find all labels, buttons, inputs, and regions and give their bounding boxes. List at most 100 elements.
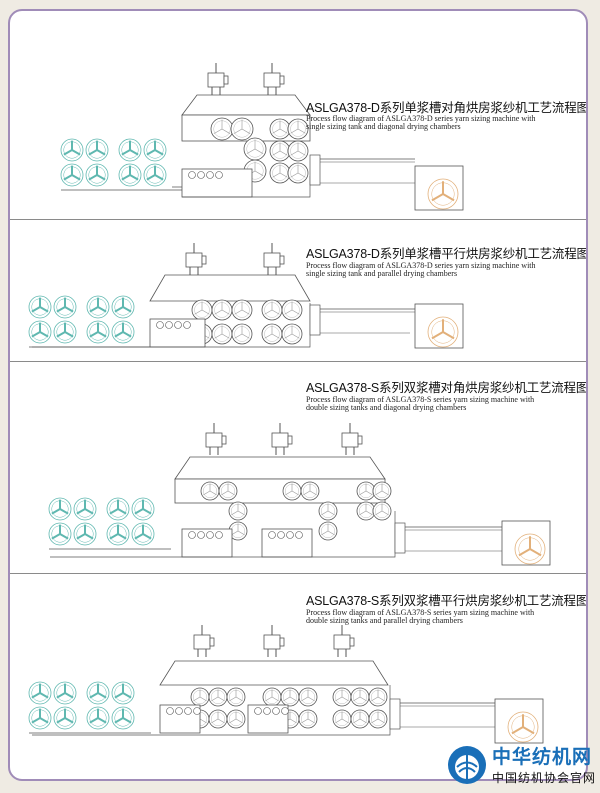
cylinder-spoke xyxy=(431,193,444,202)
cylinder-spoke xyxy=(122,331,132,338)
squeeze-roller xyxy=(156,321,164,329)
fan-motor xyxy=(263,72,281,88)
drying-cylinder xyxy=(332,687,352,707)
cylinder-spoke xyxy=(56,306,66,313)
cylinder-spoke xyxy=(365,490,373,496)
fan-motor-box xyxy=(287,435,293,445)
drying-hood-roof xyxy=(159,660,389,686)
cylinder-spoke xyxy=(359,490,367,496)
cylinder-spoke xyxy=(265,696,273,702)
cylinder-spoke xyxy=(241,333,250,339)
cylinder-spoke xyxy=(335,718,343,724)
cylinder-spoke xyxy=(272,172,281,178)
drying-cylinder xyxy=(300,481,320,501)
cylinder-spoke xyxy=(39,692,49,699)
panel-title: ASLGA378-S系列双浆槽平行烘房浆纱机工艺流程图 xyxy=(306,594,588,608)
cylinder-spoke xyxy=(518,548,531,557)
cylinder-spoke xyxy=(64,717,74,724)
cylinder-spoke xyxy=(307,718,315,724)
cylinder-spoke xyxy=(109,533,119,540)
fan-motor-box xyxy=(209,637,215,647)
cylinder-spoke xyxy=(56,717,66,724)
frame-line xyxy=(400,705,498,728)
cooling-unit xyxy=(309,304,321,336)
warp-beam xyxy=(106,497,130,521)
cylinder-spoke xyxy=(211,718,219,724)
fan-motor-box xyxy=(223,75,229,85)
cylinder-spoke xyxy=(76,533,86,540)
warp-beam xyxy=(48,522,72,546)
flow-diagram-d-parallel xyxy=(28,243,464,349)
cylinder-spoke xyxy=(217,696,225,702)
cylinder-spoke xyxy=(59,533,69,540)
cylinder-spoke xyxy=(129,174,139,181)
flow-diagram-s-diagonal xyxy=(48,423,551,566)
drying-cylinder xyxy=(350,687,370,707)
cylinder-spoke xyxy=(341,718,349,724)
drying-cylinder xyxy=(208,687,228,707)
squeeze-roller xyxy=(197,531,205,539)
cylinder-spoke xyxy=(359,696,367,702)
warp-beam xyxy=(53,320,77,344)
panel-subtitle-1: Process flow diagram of ASLGA378-D serie… xyxy=(306,261,536,270)
warp-beam xyxy=(86,295,110,319)
cylinder-spoke xyxy=(214,309,223,315)
cylinder-spoke xyxy=(371,718,379,724)
warp-beam xyxy=(118,138,142,162)
fan-motor-box xyxy=(201,255,207,265)
panel-subtitle-2: double sizing tanks and diagonal drying … xyxy=(306,403,467,412)
warp-beam xyxy=(60,138,84,162)
cylinder-spoke xyxy=(209,490,217,496)
panel-subtitle-2: double sizing tanks and parallel drying … xyxy=(306,616,463,625)
drying-cylinder xyxy=(191,299,213,321)
drying-cylinder xyxy=(372,501,392,521)
cylinder-spoke xyxy=(375,490,383,496)
squeeze-roller xyxy=(166,707,174,715)
fan-motor xyxy=(263,252,281,268)
cylinder-spoke xyxy=(134,508,144,515)
cylinder-spoke xyxy=(56,331,66,338)
cylinder-spoke xyxy=(63,174,73,181)
fan-motor xyxy=(333,634,351,650)
cylinder-spoke xyxy=(442,331,455,340)
cylinder-spoke xyxy=(97,306,107,313)
cylinder-spoke xyxy=(221,333,230,339)
drying-cylinder xyxy=(318,501,338,521)
drying-cylinder xyxy=(281,299,303,321)
cylinder-spoke xyxy=(307,696,315,702)
cylinder-spoke xyxy=(221,309,230,315)
cylinder-spoke xyxy=(377,696,385,702)
cylinder-spoke xyxy=(122,717,132,724)
warp-beam xyxy=(53,295,77,319)
cylinder-spoke xyxy=(121,149,131,156)
squeeze-roller xyxy=(281,707,289,715)
fan-motor-box xyxy=(279,637,285,647)
cylinder-spoke xyxy=(290,150,299,156)
panel-d-diagonal: ASLGA378-D系列单浆槽对角烘房浆纱机工艺流程图 Process flow… xyxy=(10,11,586,220)
cylinder-spoke xyxy=(297,150,306,156)
drying-cylinder xyxy=(281,323,303,345)
warp-beam xyxy=(118,163,142,187)
cylinder-spoke xyxy=(76,508,86,515)
warp-beam xyxy=(143,163,167,187)
squeeze-roller xyxy=(197,171,205,179)
cylinder-spoke xyxy=(229,696,237,702)
cylinder-spoke xyxy=(284,333,293,339)
cylinder-spoke xyxy=(122,306,132,313)
squeeze-roller xyxy=(184,707,192,715)
cylinder-spoke xyxy=(84,533,94,540)
cylinder-spoke xyxy=(194,309,203,315)
cylinder-spoke xyxy=(114,717,124,724)
drying-cylinder xyxy=(298,687,318,707)
warp-beam xyxy=(111,320,135,344)
cylinder-spoke xyxy=(211,696,219,702)
cylinder-spoke xyxy=(142,533,152,540)
cylinder-spoke xyxy=(283,696,291,702)
site-logo[interactable]: 中华纺机网 中国纺机协会官网 xyxy=(446,742,596,792)
cylinder-spoke xyxy=(264,309,273,315)
drying-cylinder xyxy=(208,709,228,729)
drying-cylinder xyxy=(211,323,233,345)
panel-s-parallel: ASLGA378-S系列双浆槽平行烘房浆纱机工艺流程图 Process flow… xyxy=(10,573,586,779)
cylinder-spoke xyxy=(309,490,317,496)
cylinder-spoke xyxy=(59,508,69,515)
